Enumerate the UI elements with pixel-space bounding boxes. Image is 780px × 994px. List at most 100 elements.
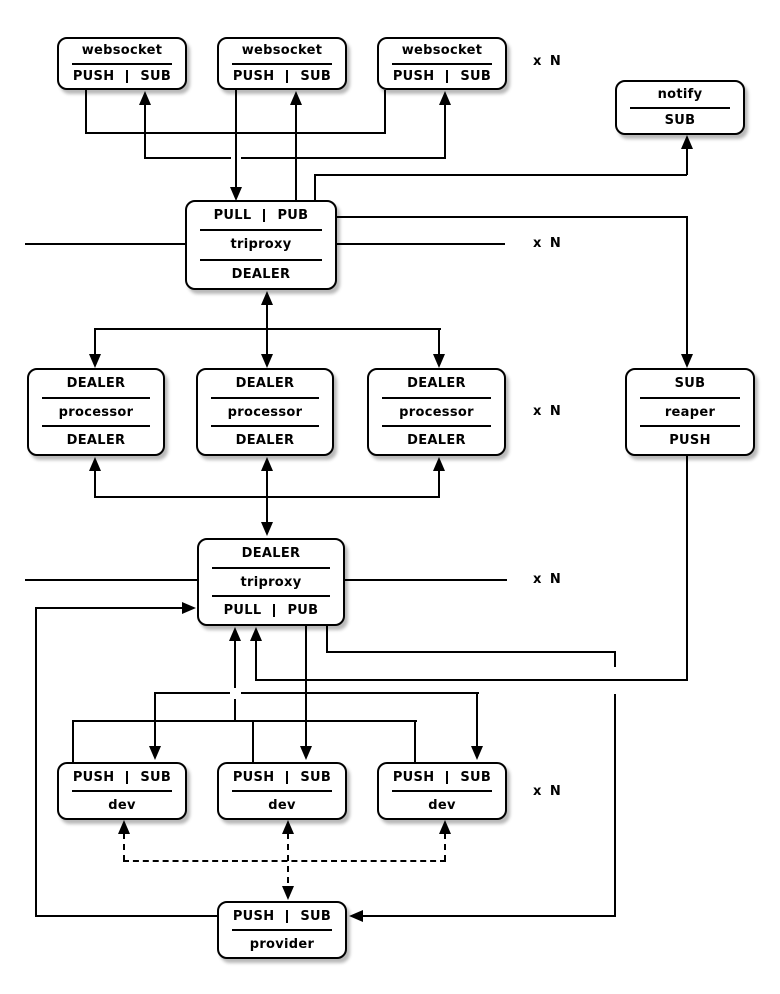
row-divider — [72, 62, 172, 65]
arrowhead-into-provider-sub — [349, 910, 363, 922]
edge-processor-collector — [94, 496, 440, 498]
socket-divider — [446, 770, 449, 784]
edge-processor3-down — [438, 470, 440, 498]
node-title: websocket — [401, 43, 483, 59]
edge-pub-to-notify-rise — [314, 175, 316, 201]
edge-pub-fanout-left — [144, 157, 231, 159]
node-websocket-3: websocket PUSH SUB — [377, 37, 507, 90]
arrowhead-into-triproxy-dealer — [261, 291, 273, 305]
edge-triproxy-bottom-left-rail — [25, 579, 197, 581]
arrowhead-into-processor1 — [89, 354, 101, 368]
edge-dashed-dev2-provider — [287, 833, 289, 883]
repeat-label-devs: x N — [533, 784, 563, 799]
edge-provider-right-drop-b — [614, 694, 616, 917]
repeat-label-triproxy-bottom: x N — [533, 572, 563, 587]
push-socket-label: PUSH — [232, 68, 275, 84]
arrowhead-into-dev1-sub — [149, 746, 161, 760]
socket-divider — [126, 69, 129, 83]
edge-triproxy-top-left-rail — [25, 243, 185, 245]
socket-row: PUSH SUB — [219, 764, 345, 790]
socket-divider — [126, 770, 129, 784]
sub-socket-label: SUB — [664, 113, 696, 129]
edge-dev1-push-up — [72, 720, 74, 762]
socket-row: PULL PUB — [187, 202, 335, 229]
node-title: processor — [227, 404, 303, 420]
arrowhead-into-processor1-dealer — [89, 457, 101, 471]
socket-divider — [446, 69, 449, 83]
edge-provider-right-drop-a — [614, 651, 616, 667]
arrowhead-into-dev2-sub — [300, 746, 312, 760]
sub-socket-label: SUB — [300, 68, 332, 84]
edge-pub-to-provider-across — [326, 651, 616, 653]
push-socket-label: PUSH — [392, 68, 435, 84]
row-divider — [232, 790, 332, 792]
arrowhead-into-processor2-dealer — [261, 457, 273, 471]
repeat-label-websockets: x N — [533, 54, 563, 69]
edge-to-dev1-sub — [154, 692, 156, 746]
edge-reaper-pull-rise — [255, 641, 257, 680]
sub-socket-label: SUB — [300, 908, 332, 924]
socket-divider — [286, 69, 289, 83]
node-notify: notify SUB — [615, 80, 745, 135]
arrowhead-into-processor3 — [433, 354, 445, 368]
push-socket-label: PUSH — [669, 433, 711, 449]
row-divider — [211, 396, 319, 399]
edge-dashed-dev1 — [123, 833, 125, 861]
edge-into-provider-sub — [362, 915, 616, 917]
edge-pub-to-provider-drop — [326, 626, 328, 653]
dealer-socket-label: DEALER — [231, 266, 291, 282]
node-title: dev — [268, 797, 296, 813]
row-divider — [640, 396, 740, 399]
row-divider — [72, 790, 172, 792]
row-divider — [382, 396, 491, 399]
node-triproxy-top: PULL PUB triproxy DEALER — [185, 200, 337, 290]
row-divider — [630, 106, 730, 109]
edge-pub-to-dev2 — [305, 626, 307, 746]
node-title: notify — [657, 86, 703, 102]
edge-dashed-bus — [123, 860, 446, 862]
sub-socket-label: SUB — [140, 68, 172, 84]
node-title: websocket — [241, 43, 323, 59]
row-divider — [640, 425, 740, 428]
repeat-label-processors: x N — [533, 404, 563, 419]
node-title: triproxy — [240, 574, 302, 590]
row-divider — [211, 425, 319, 428]
pub-socket-label: PUB — [287, 603, 319, 619]
arrowhead-into-processor3-dealer — [433, 457, 445, 471]
sub-socket-label: SUB — [300, 769, 332, 785]
edge-reaper-to-pull — [255, 679, 688, 681]
edge-to-processor1 — [94, 330, 96, 354]
node-title: processor — [58, 404, 134, 420]
node-dev-1: PUSH SUB dev — [57, 762, 187, 820]
node-processor-1: DEALER processor DEALER — [27, 368, 165, 456]
edge-dev-fanout-right — [241, 692, 479, 694]
arrowhead-into-ws2-sub — [290, 91, 302, 105]
edge-to-dev3-sub — [476, 692, 478, 746]
sub-socket-label: SUB — [674, 375, 706, 391]
edge-provider-to-pull — [36, 607, 182, 609]
socket-row: PUSH SUB — [219, 903, 345, 929]
edge-triproxy-pub-up — [295, 103, 297, 200]
arrowhead-into-dev3-sub — [471, 746, 483, 760]
node-title: provider — [249, 936, 315, 952]
node-title: processor — [399, 404, 474, 420]
node-title: dev — [428, 797, 456, 813]
edge-processor-fanout — [94, 328, 441, 330]
socket-row: PUSH SUB — [379, 764, 505, 790]
edge-dev2-push-up — [252, 720, 254, 762]
pull-socket-label: PULL — [213, 208, 252, 224]
node-websocket-1: websocket PUSH SUB — [57, 37, 187, 90]
dealer-socket-label: DEALER — [241, 545, 301, 561]
arrowhead-into-ws3-sub — [439, 91, 451, 105]
edge-dev-collector-rise-b — [234, 699, 236, 722]
dealer-socket-label: DEALER — [407, 433, 466, 449]
socket-divider — [273, 604, 276, 618]
node-processor-2: DEALER processor DEALER — [196, 368, 334, 456]
edge-reaper-drop — [686, 216, 688, 354]
row-divider — [392, 790, 492, 792]
edge-pub-fanout-right — [241, 157, 446, 159]
node-dev-2: PUSH SUB dev — [217, 762, 347, 820]
socket-divider — [286, 770, 289, 784]
pub-socket-label: PUB — [277, 208, 309, 224]
